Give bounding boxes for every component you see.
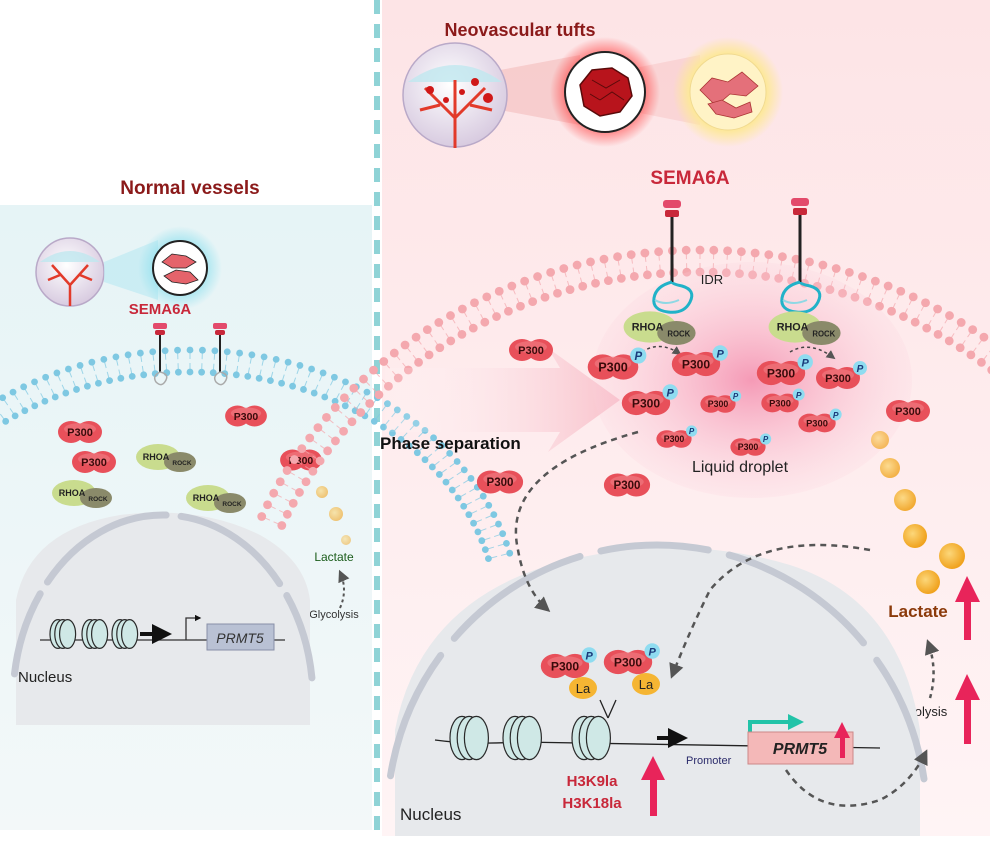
p300-protein: P300 xyxy=(72,451,116,473)
p300-label: P300 xyxy=(632,396,661,410)
rhoa-label: RHOA xyxy=(143,452,170,462)
right-nucleus-label: Nucleus xyxy=(400,805,461,824)
p300-label: P300 xyxy=(598,361,628,375)
rock-label: ROCK xyxy=(812,330,835,339)
p300-label: P300 xyxy=(81,457,107,469)
rhoa-label: RHOA xyxy=(59,488,86,498)
lactylation-mark: La xyxy=(569,677,597,699)
phospho-label: P xyxy=(857,364,864,375)
p300-protein: P300 xyxy=(58,421,102,443)
liquid-droplet-label: Liquid droplet xyxy=(692,459,789,476)
phospho-label: P xyxy=(634,351,642,363)
rock-label: ROCK xyxy=(172,460,191,467)
phospho-label: P xyxy=(802,357,810,369)
histone-mark-h3k9la: H3K9la xyxy=(567,773,619,790)
p300-label: P300 xyxy=(806,418,828,428)
rock-label: ROCK xyxy=(667,330,690,339)
lactate-dot xyxy=(916,570,940,594)
left-glycolysis-label: Glycolysis xyxy=(309,609,359,621)
left-nucleus xyxy=(16,513,310,726)
nucleosome xyxy=(503,716,541,759)
phospho-label: P xyxy=(667,387,675,399)
lactylation-mark: La xyxy=(632,673,660,695)
lactate-dot xyxy=(341,535,351,545)
lactate-dot xyxy=(903,524,927,548)
histone-mark-h3k18la: H3K18la xyxy=(562,795,622,812)
rock-label: ROCK xyxy=(88,496,107,503)
phospho-label: P xyxy=(733,392,739,401)
left-retina-icon xyxy=(36,238,104,306)
la-label: La xyxy=(639,677,654,692)
p300-label: P300 xyxy=(614,655,643,669)
p300-label: P300 xyxy=(895,406,921,418)
neovascular-tuft-icon xyxy=(550,37,660,147)
p300-label: P300 xyxy=(551,659,580,673)
left-sema6a-label: SEMA6A xyxy=(129,301,192,318)
right-lactate-label: Lactate xyxy=(888,602,948,621)
left-nucleus-label: Nucleus xyxy=(18,669,72,686)
left-normal-cells-icon xyxy=(138,226,222,310)
p300-label: P300 xyxy=(487,477,514,489)
right-prmt5-label: PRMT5 xyxy=(773,741,828,758)
rhoa-label: RHOA xyxy=(632,322,664,334)
nucleosome xyxy=(450,716,488,759)
p300-label: P300 xyxy=(518,345,544,357)
p300-protein: P300 xyxy=(477,470,523,493)
phospho-label: P xyxy=(689,427,695,436)
rock-label: ROCK xyxy=(222,501,241,508)
nucleosome xyxy=(82,620,108,649)
nucleosome xyxy=(572,716,610,759)
phase-separation-label: Phase separation xyxy=(380,434,521,453)
lactate-dot xyxy=(329,507,343,521)
phospho-label: P xyxy=(833,410,839,420)
right-sema6a-label: SEMA6A xyxy=(650,168,729,189)
phospho-label: P xyxy=(649,646,657,658)
p300-protein: P300 xyxy=(225,406,267,427)
p300-label: P300 xyxy=(738,442,759,452)
p300-label: P300 xyxy=(682,357,711,371)
p300-label: P300 xyxy=(67,427,93,439)
lactate-dot xyxy=(939,543,965,569)
p300-label: P300 xyxy=(767,366,796,380)
rhoa-label: RHOA xyxy=(777,322,809,334)
left-lactate-label: Lactate xyxy=(314,550,354,564)
lactate-dot xyxy=(316,486,328,498)
right-retina-icon xyxy=(403,43,507,148)
lactate-dot xyxy=(894,489,916,511)
p300-label: P300 xyxy=(234,412,259,423)
promoter-label: Promoter xyxy=(686,755,732,767)
lactate-dot xyxy=(880,458,900,478)
p300-label: P300 xyxy=(664,434,685,444)
p300-protein: P300 xyxy=(886,400,930,422)
phospho-label: P xyxy=(763,435,769,444)
p300-protein: P300 xyxy=(509,339,553,361)
phospho-label: P xyxy=(717,348,725,360)
left-title: Normal vessels xyxy=(120,178,259,199)
p300-label: P300 xyxy=(769,398,791,408)
p300-label: P300 xyxy=(708,399,729,409)
right-title: Neovascular tufts xyxy=(444,20,595,40)
idr-label: IDR xyxy=(701,272,723,287)
p300-label: P300 xyxy=(614,480,641,492)
nucleosome xyxy=(112,620,138,649)
p300-protein: P300 xyxy=(604,473,650,496)
phospho-label: P xyxy=(796,390,802,400)
phospho-label: P xyxy=(586,650,594,662)
la-label: La xyxy=(576,681,591,696)
rhoa-label: RHOA xyxy=(193,493,220,503)
lactate-dot xyxy=(871,431,889,449)
left-prmt5-label: PRMT5 xyxy=(216,630,264,646)
nucleosome xyxy=(50,620,76,649)
activated-cells-icon xyxy=(673,37,783,147)
p300-label: P300 xyxy=(825,373,851,385)
